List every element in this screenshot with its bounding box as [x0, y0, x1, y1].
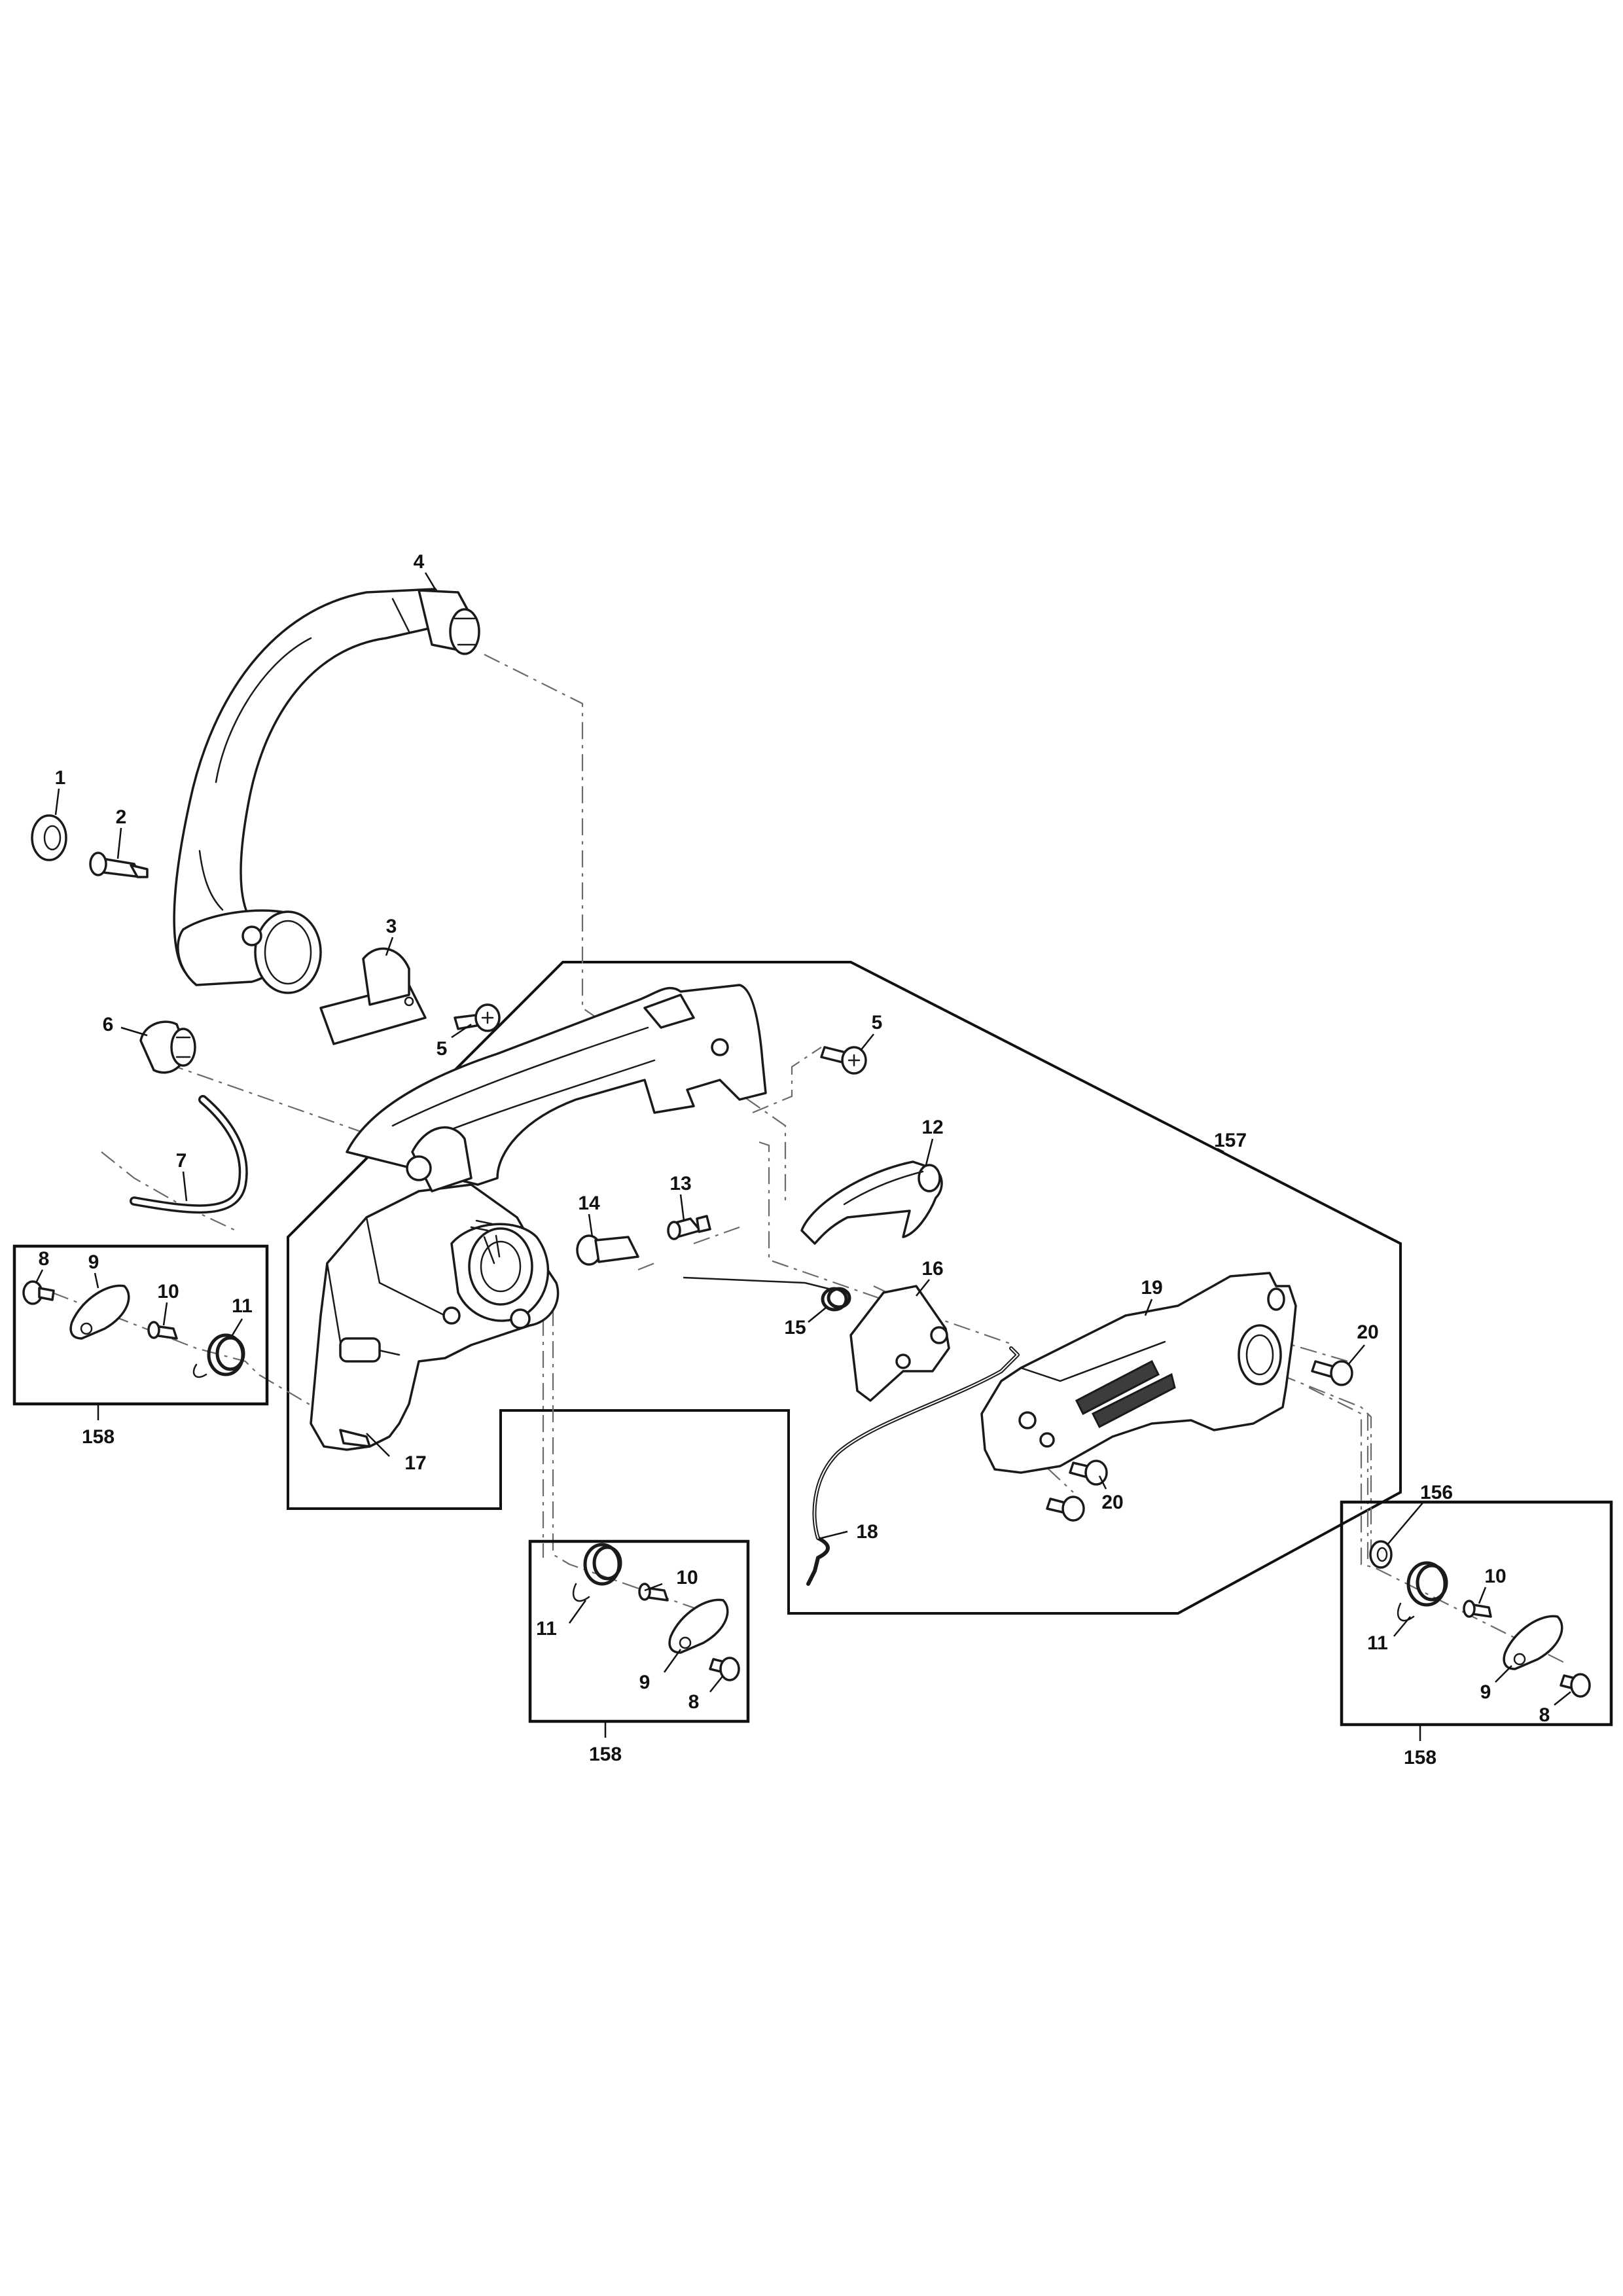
label-part-11-middle: 11 [536, 1618, 557, 1640]
label-part-10-right: 10 [1484, 1566, 1506, 1587]
label-part-17: 17 [404, 1452, 426, 1474]
label-part-4: 4 [414, 551, 425, 573]
label-part-9-left: 9 [88, 1251, 99, 1273]
label-part-8-left: 8 [39, 1248, 50, 1270]
label-part-18: 18 [856, 1521, 878, 1543]
label-part-12: 12 [921, 1117, 943, 1138]
label-part-20-a: 20 [1357, 1321, 1378, 1343]
guard-plate [849, 1285, 950, 1402]
label-part-11-right: 11 [1367, 1632, 1388, 1654]
label-part-5-b: 5 [872, 1012, 883, 1033]
label-part-15: 15 [784, 1317, 806, 1338]
screw-20a [1311, 1360, 1353, 1386]
label-part-10-middle: 10 [676, 1567, 698, 1588]
label-part-8-middle: 8 [688, 1691, 700, 1713]
kit-box-158-middle [528, 1539, 750, 1723]
label-part-156: 156 [1420, 1482, 1453, 1503]
label-part-3: 3 [386, 916, 397, 937]
screw-5b [820, 1046, 867, 1075]
washer-part [31, 814, 67, 861]
label-kit-158-left: 158 [82, 1426, 115, 1448]
main-housing [310, 984, 767, 1451]
label-part-20-b: 20 [1101, 1492, 1123, 1513]
screw-5a [454, 1003, 501, 1032]
label-part-19: 19 [1141, 1277, 1162, 1299]
leader-lines [35, 572, 1571, 1741]
label-kit-158-right: 158 [1404, 1747, 1436, 1768]
bolt-part-14 [576, 1234, 639, 1266]
hose-part [130, 1095, 248, 1214]
label-part-8-right: 8 [1539, 1704, 1550, 1726]
label-assembly-157: 157 [1214, 1130, 1247, 1151]
label-part-5-a: 5 [437, 1038, 448, 1060]
label-part-10-left: 10 [157, 1281, 179, 1302]
kit-box-158-left [12, 1244, 269, 1406]
label-part-9-right: 9 [1480, 1681, 1491, 1703]
torsion-spring-15 [683, 1276, 851, 1312]
label-part-7: 7 [176, 1150, 187, 1172]
label-part-14: 14 [578, 1193, 600, 1214]
rear-handle-half [980, 1272, 1297, 1474]
kit-right-parts [1369, 1540, 1591, 1698]
alignment-lines [52, 654, 1565, 1663]
assembly-outline-157 [287, 961, 1402, 1615]
callout-labels: 4 1 2 3 5 5 6 7 8 9 10 11 12 13 14 15 16… [39, 551, 1550, 1768]
label-part-2: 2 [116, 806, 127, 828]
label-part-6: 6 [103, 1014, 114, 1035]
rubber-mount [139, 1020, 196, 1074]
control-rod [806, 1346, 1020, 1586]
kit-box-158-right [1340, 1500, 1613, 1727]
bolt-part-2 [89, 852, 149, 878]
label-part-16: 16 [921, 1258, 943, 1280]
label-part-13: 13 [669, 1173, 691, 1194]
grip-ribs [1075, 1359, 1176, 1429]
label-part-9-middle: 9 [639, 1672, 651, 1693]
label-part-11-left: 11 [232, 1295, 253, 1317]
trigger-lever [800, 1160, 943, 1245]
stud-part-13 [667, 1215, 711, 1240]
clamp-bracket [319, 947, 427, 1045]
kit-left-parts [22, 1280, 245, 1378]
label-kit-158-middle: 158 [589, 1744, 622, 1765]
kit-middle-parts [572, 1543, 740, 1681]
label-part-1: 1 [55, 767, 66, 789]
front-handle-bar [173, 588, 480, 994]
screw-20c [1046, 1496, 1085, 1522]
